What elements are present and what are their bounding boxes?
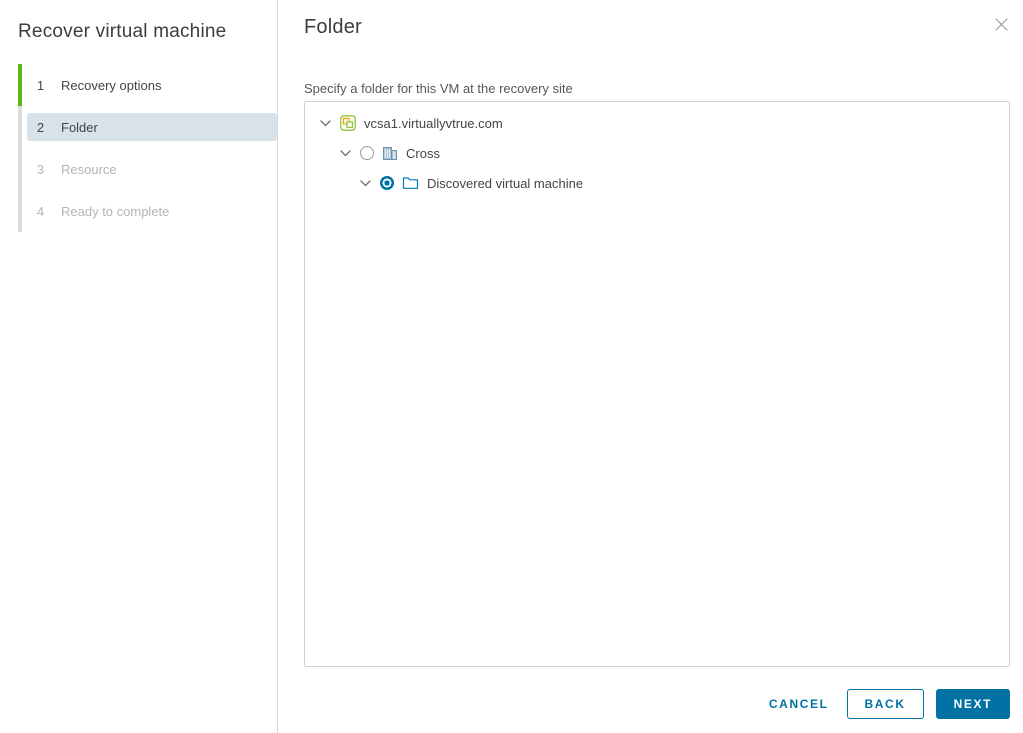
step-folder[interactable]: 2 Folder (18, 106, 277, 148)
chevron-down-icon[interactable] (340, 149, 351, 157)
tree-item-datacenter[interactable]: Cross (305, 138, 1009, 168)
step-number: 1 (36, 77, 45, 93)
folder-icon (402, 176, 419, 190)
radio-datacenter[interactable] (360, 146, 374, 160)
step-resource: 3 Resource (18, 148, 277, 190)
radio-folder[interactable] (380, 176, 394, 190)
tree-item-folder[interactable]: Discovered virtual machine (305, 168, 1009, 198)
close-button[interactable] (990, 13, 1012, 35)
step-recovery-options[interactable]: 1 Recovery options (18, 64, 277, 106)
wizard-steps: 1 Recovery options 2 Folder 3 Resource 4… (18, 64, 277, 232)
wizard-main-panel: Folder Specify a folder for this VM at t… (279, 0, 1023, 733)
step-progress-bar (18, 64, 22, 106)
step-progress-bar (18, 148, 22, 190)
tree-item-label: Cross (406, 145, 440, 161)
page-title: Folder (304, 16, 362, 38)
step-number: 3 (36, 161, 45, 177)
wizard-title: Recover virtual machine (18, 21, 227, 42)
datacenter-icon (382, 145, 398, 161)
close-icon (994, 17, 1009, 35)
step-number: 2 (36, 119, 45, 135)
wizard-sidebar: Recover virtual machine 1 Recovery optio… (0, 0, 278, 733)
chevron-down-icon[interactable] (320, 119, 331, 127)
step-label: Folder (61, 119, 98, 135)
step-progress-bar (18, 190, 22, 232)
tree-item-label: vcsa1.virtuallyvtrue.com (364, 115, 503, 131)
step-number: 4 (36, 203, 45, 219)
folder-tree: vcsa1.virtuallyvtrue.com Cross (304, 101, 1010, 667)
tree-item-label: Discovered virtual machine (427, 175, 584, 191)
step-label: Ready to complete (61, 203, 170, 219)
chevron-down-icon[interactable] (360, 179, 371, 187)
step-ready-to-complete: 4 Ready to complete (18, 190, 277, 232)
back-button[interactable]: BACK (846, 689, 924, 719)
step-label: Recovery options (61, 77, 162, 93)
cancel-button[interactable]: CANCEL (759, 689, 839, 719)
step-label: Resource (61, 161, 117, 177)
instruction-text: Specify a folder for this VM at the reco… (304, 81, 573, 96)
vcenter-icon (340, 115, 356, 131)
next-button[interactable]: NEXT (935, 689, 1010, 719)
wizard-footer: CANCEL BACK NEXT (759, 689, 1010, 719)
step-progress-bar (18, 106, 22, 148)
tree-item-vcenter[interactable]: vcsa1.virtuallyvtrue.com (305, 108, 1009, 138)
